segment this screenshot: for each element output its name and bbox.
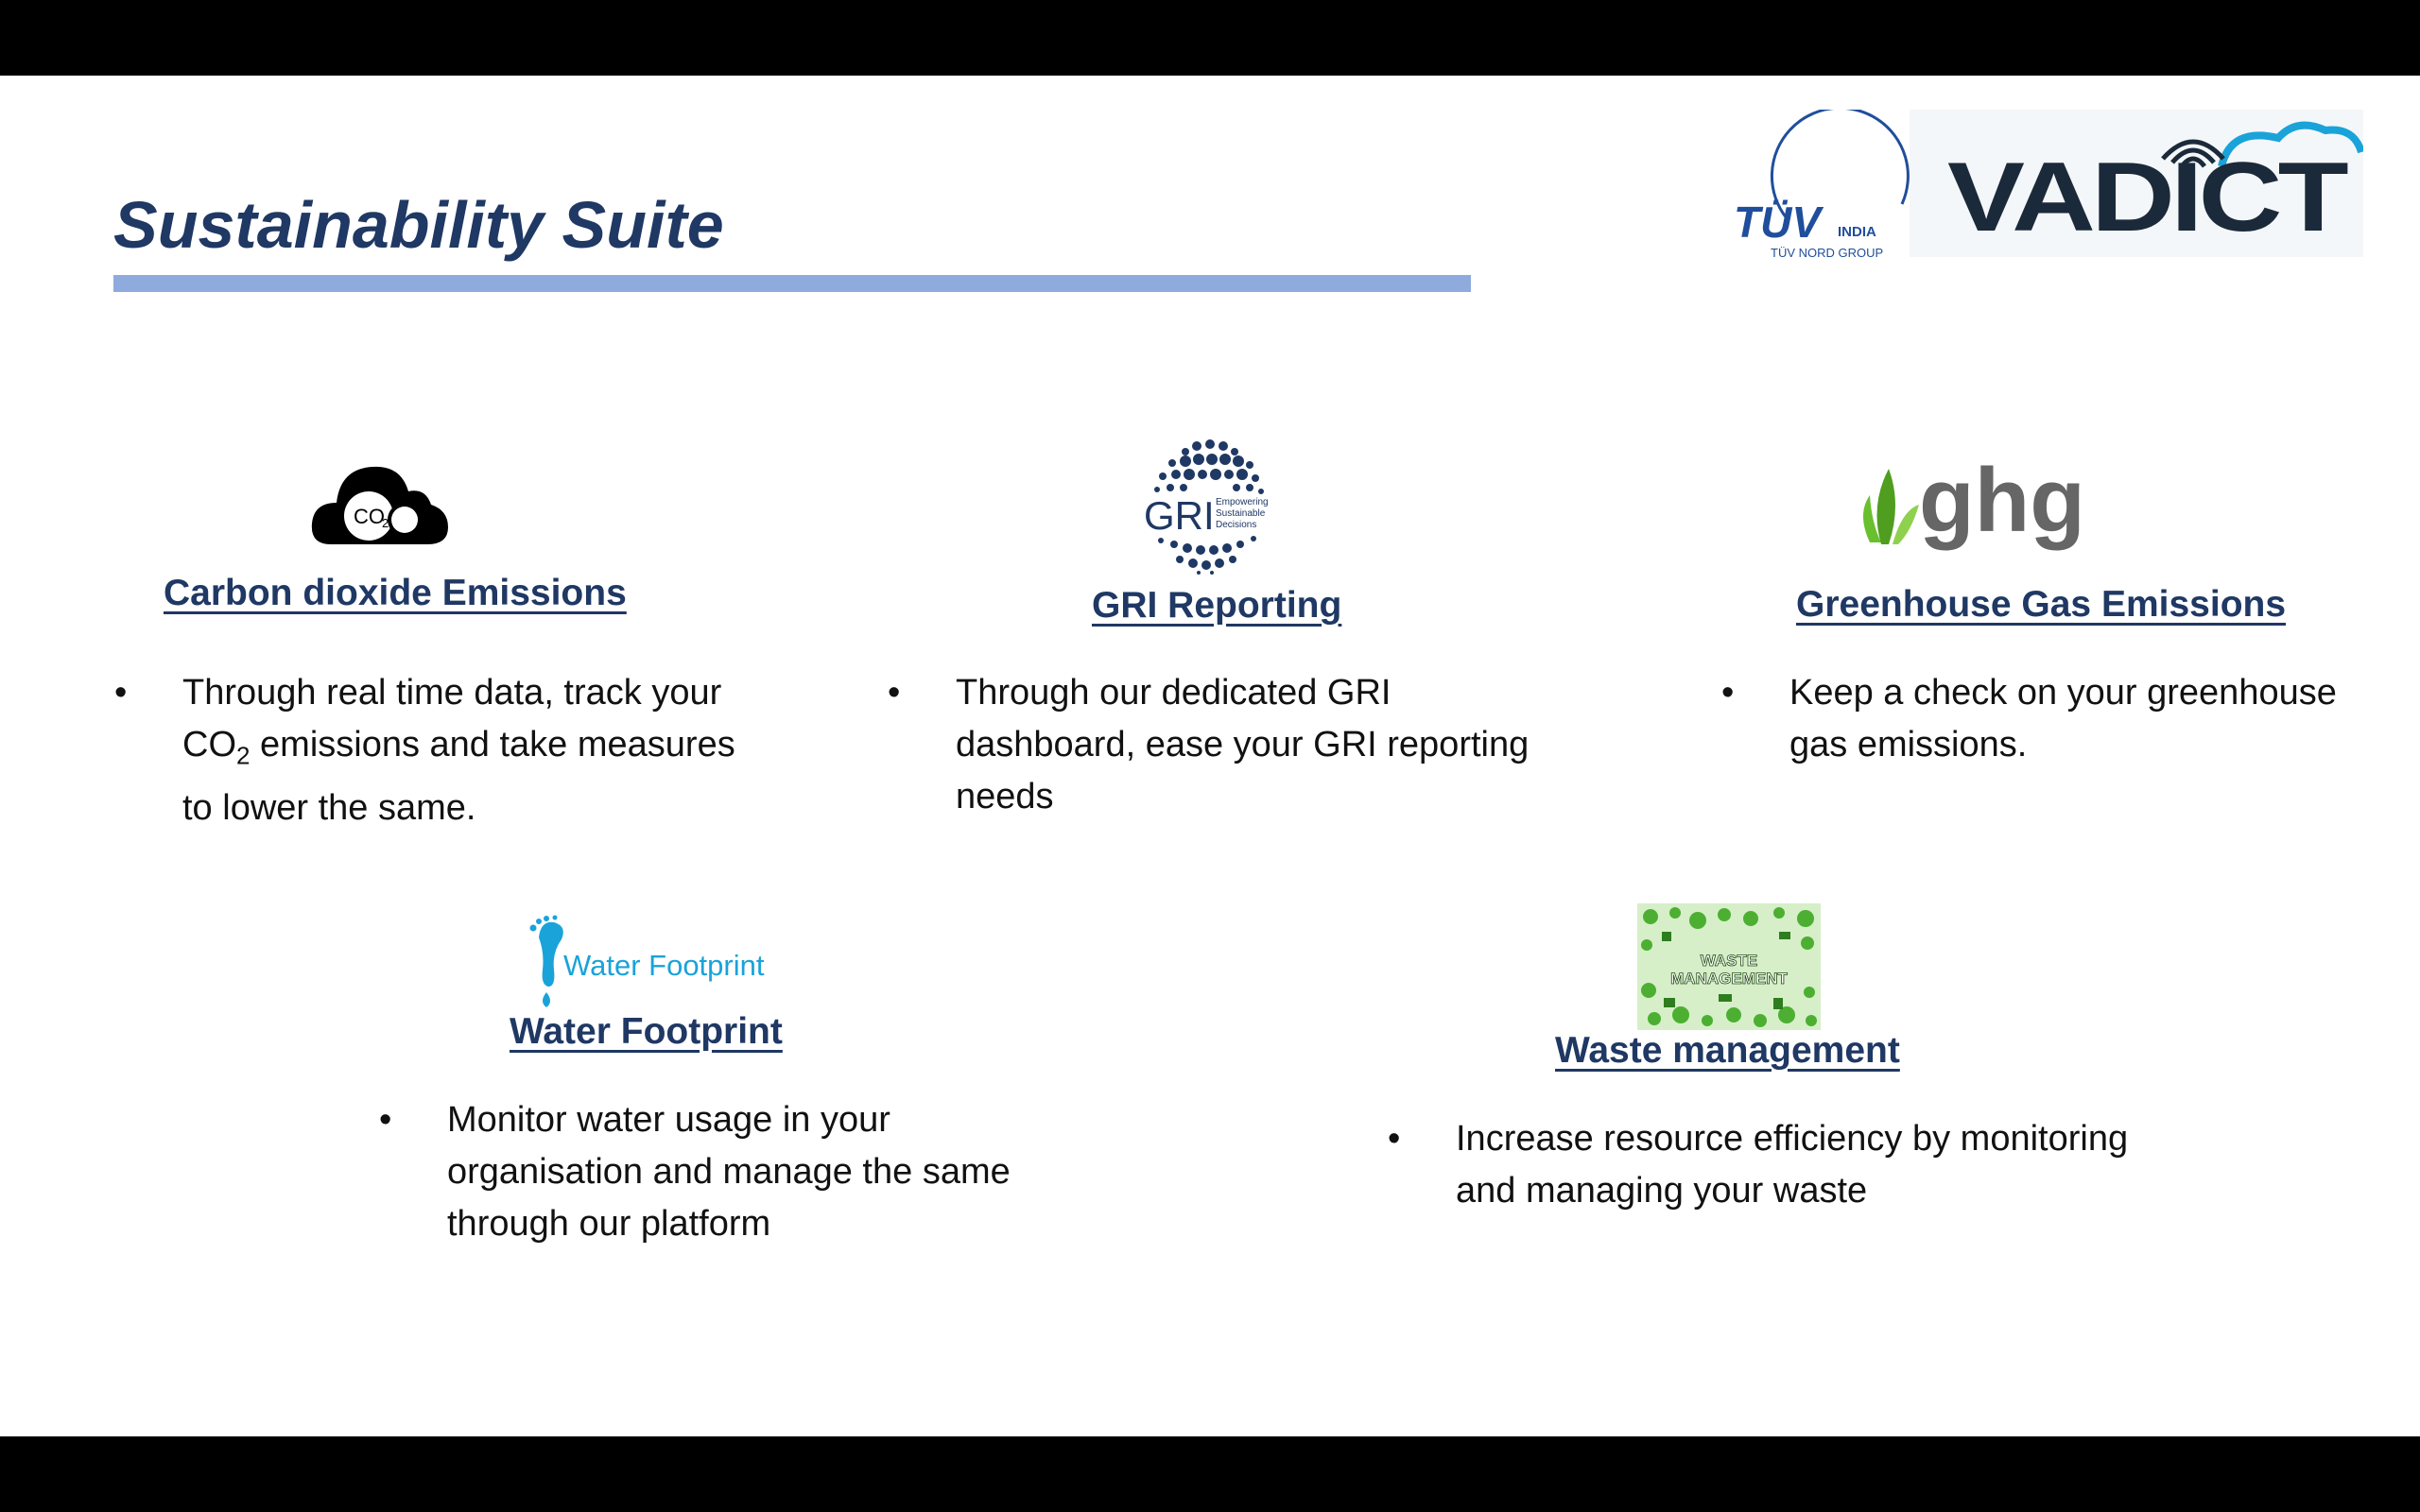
gri-globe-icon: GRI Empowering Sustainable Decisions (1144, 439, 1269, 575)
title-underline-bar (113, 275, 1471, 292)
co2-bullet-text: Through real time data, track your CO2 e… (182, 667, 735, 834)
water-bullet-text: Monitor water usage in your organisation… (447, 1094, 1011, 1250)
tuv-brand-text: TÜV (1734, 198, 1824, 247)
ghg-leaf-icon: ghg (1863, 457, 2085, 551)
water-line3: through our platform (447, 1204, 771, 1244)
water-heading: Water Footprint (510, 1011, 783, 1052)
bullet-dot: • (1721, 673, 1735, 713)
waste-icon-label-2: MANAGEMENT (1670, 970, 1788, 988)
water-line2: organisation and manage the same (447, 1152, 1011, 1192)
water-icon-label: Water Footprint (563, 949, 765, 982)
ghg-line1: Keep a check on your greenhouse (1789, 673, 2337, 713)
waste-line1: Increase resource efficiency by monitori… (1456, 1119, 2129, 1159)
waste-bullet-text: Increase resource efficiency by monitori… (1456, 1113, 2128, 1217)
gri-bullet-text: Through our dedicated GRI dashboard, eas… (956, 667, 1529, 823)
waste-heading: Waste management (1555, 1030, 1900, 1071)
gri-tagline-1: Empowering (1216, 497, 1269, 507)
waste-icon-label-1: WASTE (1701, 952, 1757, 970)
partner-logos: TÜV INDIA TÜV NORD GROUP VADICT (1734, 110, 2363, 260)
bullet-dot: • (888, 673, 901, 713)
co2-line3: to lower the same. (182, 787, 476, 828)
co2-cloud-icon: CO 2 (311, 466, 448, 544)
tuv-group-text: TÜV NORD GROUP (1771, 246, 1883, 260)
waste-management-icon: WASTE MANAGEMENT (1637, 903, 1821, 1030)
gri-line3: needs (956, 777, 1054, 816)
ghg-bullet-text: Keep a check on your greenhouse gas emis… (1789, 667, 2337, 771)
water-footprint-icon: Water Footprint (529, 915, 765, 1007)
gri-line1: Through our dedicated GRI (956, 673, 1392, 713)
gri-tagline-2: Sustainable (1216, 508, 1266, 519)
waste-line2: and managing your waste (1456, 1171, 1868, 1211)
slide: Sustainability Suite TÜV INDIA TÜV NORD … (0, 76, 2420, 1436)
gri-icon-label: GRI (1144, 493, 1215, 538)
water-line1: Monitor water usage in your (447, 1100, 890, 1140)
co2-heading: Carbon dioxide Emissions (164, 573, 627, 613)
gri-tagline-3: Decisions (1216, 520, 1256, 530)
vadict-logo: VADICT (1910, 110, 2363, 257)
gri-heading: GRI Reporting (1092, 585, 1342, 626)
tuv-india-logo: TÜV INDIA TÜV NORD GROUP (1734, 110, 1910, 260)
co2-icon-sub: 2 (382, 516, 389, 530)
ghg-line2: gas emissions. (1789, 725, 2028, 765)
ghg-heading: Greenhouse Gas Emissions (1796, 584, 2287, 625)
bullet-dot: • (379, 1100, 392, 1140)
co2-line1: Through real time data, track your (182, 673, 722, 713)
slide-title: Sustainability Suite (113, 188, 724, 262)
co2-line2: CO2 emissions and take measures (182, 725, 735, 770)
co2-icon-label: CO (354, 505, 385, 528)
gri-line2: dashboard, ease your GRI reporting (956, 725, 1530, 765)
vadict-wordmark: VADICT (1947, 143, 2348, 252)
tuv-sub-text: INDIA (1838, 224, 1876, 240)
bullet-dot: • (1388, 1119, 1401, 1159)
ghg-icon-label: ghg (1919, 457, 2085, 551)
bullet-dot: • (114, 673, 128, 713)
